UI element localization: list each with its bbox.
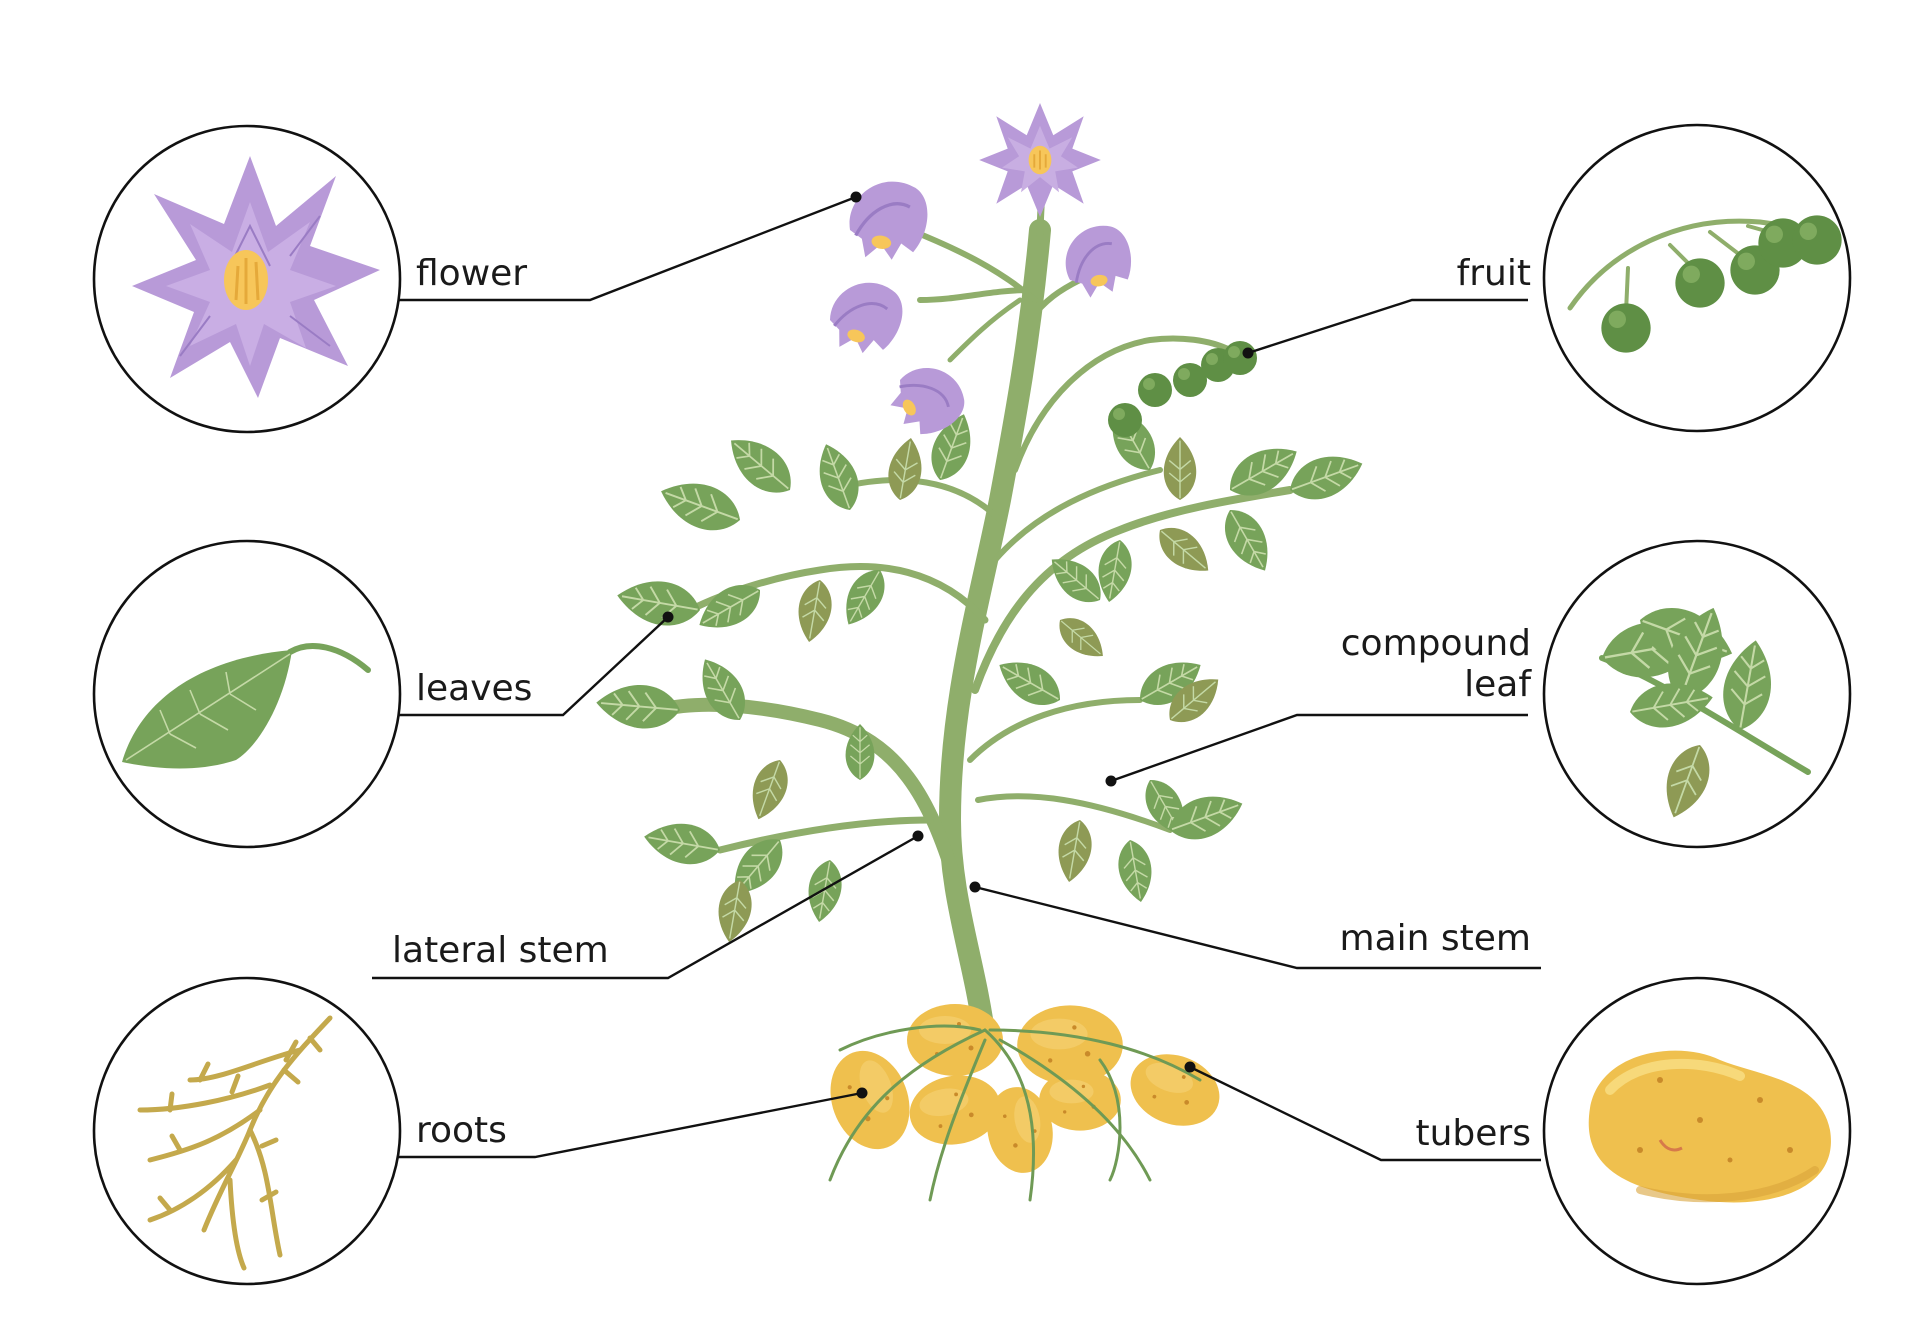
fruit-detail-circle [1542, 123, 1852, 433]
fruit-icon [1567, 215, 1842, 353]
label-compound-line1: compound [1341, 623, 1531, 664]
tuber-icon [1588, 1050, 1831, 1203]
roots-leader [398, 1091, 863, 1159]
potato-plant-illustration [593, 102, 1371, 1202]
flower-leader [398, 195, 857, 302]
main-stem-leader-dot [969, 881, 981, 893]
flower-detail-circle [92, 124, 402, 434]
tubers-leader [1189, 1065, 1541, 1162]
label-fruit: fruit [1457, 253, 1531, 294]
part-labels: flower fruit leaves compound leaf latera… [392, 253, 1532, 1154]
lateral-stem-leader-dot [912, 830, 924, 842]
leaves-leader-dot [662, 611, 674, 623]
label-main-stem: main stem [1340, 918, 1531, 959]
compound-leaf-icon [1596, 595, 1811, 826]
leader-lines [372, 191, 1541, 1162]
fruit-leader [1247, 298, 1528, 355]
flower-leader-dot [850, 191, 862, 203]
tubers-leader-dot [1184, 1061, 1196, 1073]
label-flower: flower [416, 253, 527, 294]
fruit-leader-dot [1242, 347, 1254, 359]
label-roots: roots [416, 1110, 507, 1151]
tubers-detail-circle [1542, 976, 1852, 1286]
leaf-icon [122, 643, 371, 769]
compound-leaf-detail-circle [1542, 539, 1852, 849]
label-compound-line2: leaf [1464, 664, 1532, 705]
label-lateral-stem: lateral stem [392, 930, 609, 971]
leaves-detail-circle [92, 539, 402, 849]
compound-leaf-leader [1110, 713, 1528, 783]
roots-detail-circle [92, 976, 402, 1286]
leaves-leader [398, 616, 669, 717]
main-stem-leader [974, 885, 1541, 970]
main-stem-shape [939, 219, 1051, 1051]
label-leaves: leaves [416, 668, 532, 709]
lateral-stem-leader [372, 834, 919, 980]
label-tubers: tubers [1416, 1113, 1532, 1154]
roots-icon [137, 1015, 333, 1271]
flower-icon [132, 156, 380, 398]
roots-leader-dot [856, 1087, 868, 1099]
compound-leaf-leader-dot [1105, 775, 1117, 787]
